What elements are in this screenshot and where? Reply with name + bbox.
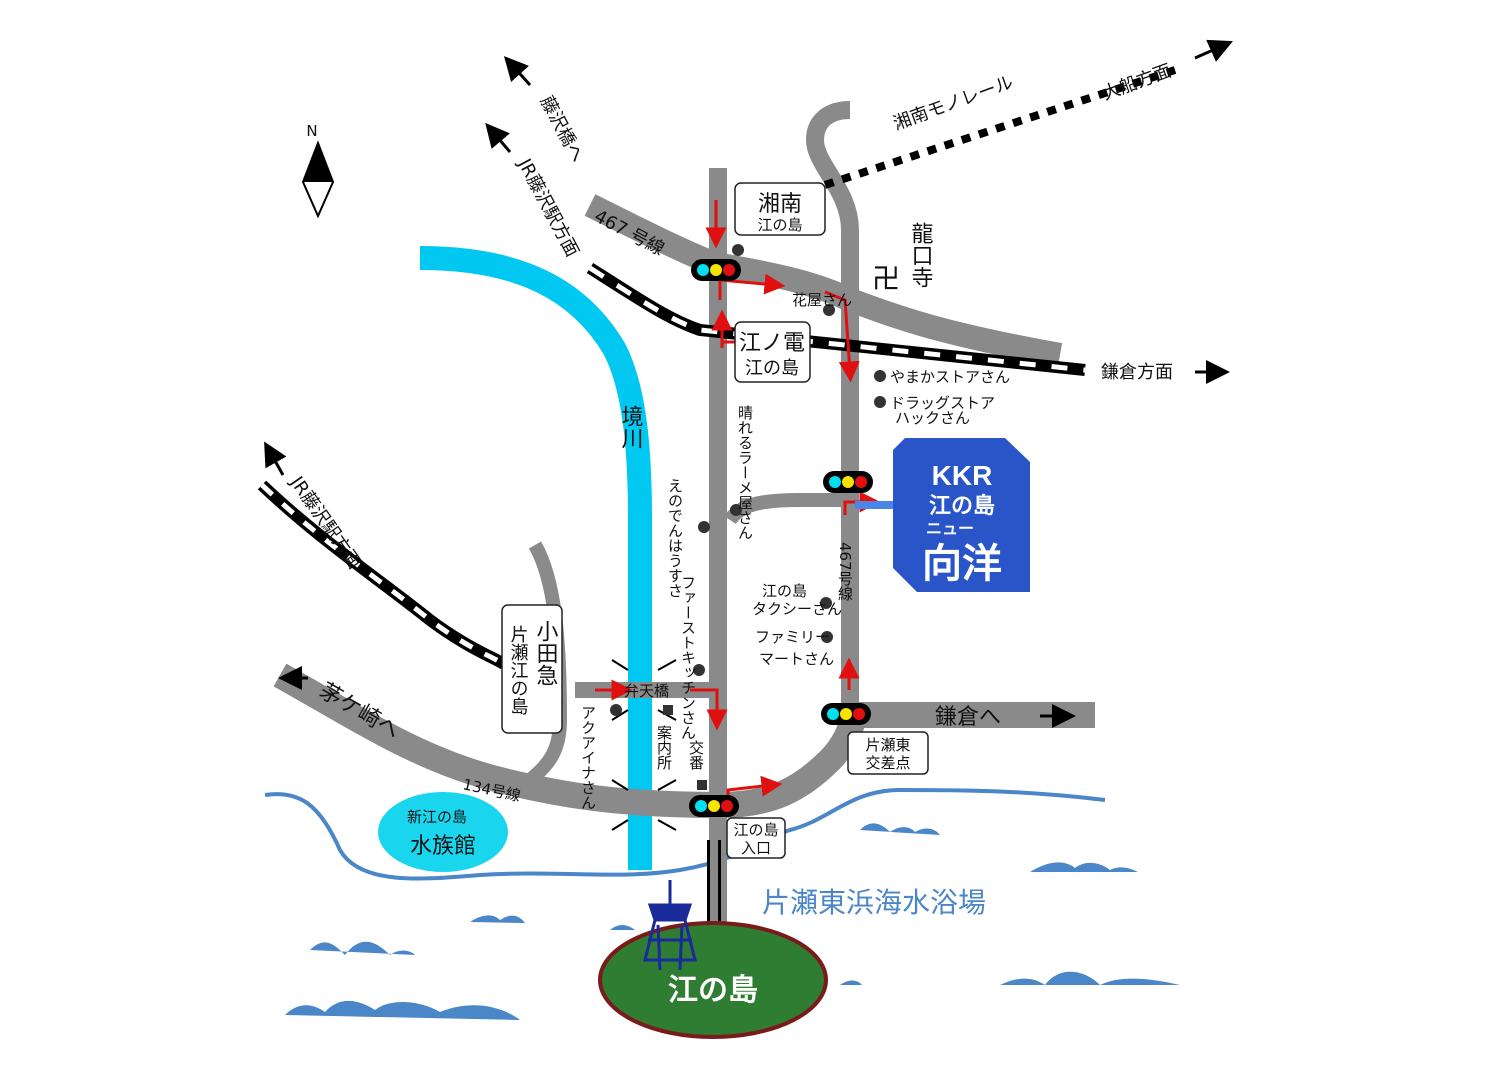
shop-firstkitchen: ファーストキッチンさん bbox=[679, 575, 697, 740]
route-red-arrows bbox=[595, 200, 881, 810]
entrance-label-1: 江の島 bbox=[733, 821, 778, 839]
katase-label-2: 交差点 bbox=[865, 754, 910, 772]
entrance-label-2: 入口 bbox=[741, 839, 771, 857]
station-odakyu: 小田急 片瀬江の島 bbox=[501, 604, 563, 734]
direction-arrows bbox=[264, 39, 1233, 728]
sea-candle-tower-icon bbox=[643, 880, 697, 971]
shop-familymart-2: マートさん bbox=[759, 650, 834, 668]
poi-dots bbox=[610, 244, 886, 790]
route-kamakura-east: 鎌倉方面 bbox=[1101, 362, 1173, 383]
shop-ramen: 晴れるラーメ屋さん bbox=[736, 405, 754, 540]
sea-waves bbox=[264, 787, 1106, 881]
compass: N bbox=[301, 122, 335, 219]
shop-drugstore-2: ハックさん bbox=[895, 409, 970, 427]
shop-enodenhouse: えのでんはうすさ bbox=[666, 478, 684, 598]
compass-north-label: N bbox=[306, 122, 317, 140]
beach-label: 片瀬東浜海水浴場 bbox=[762, 886, 986, 919]
aquarium: 新江の島 水族館 bbox=[378, 792, 508, 872]
shop-familymart-1: ファミリー bbox=[755, 628, 830, 646]
hotel-kkr: KKR 江の島 ニュー 向洋 bbox=[855, 438, 1030, 592]
aquarium-line1: 新江の島 bbox=[407, 808, 467, 826]
route-fujisawa-bashi: 藤沢橋へ bbox=[536, 92, 588, 165]
temple-icon: 卍 bbox=[872, 262, 900, 295]
route-kamakura-he: 鎌倉へ bbox=[935, 705, 1001, 730]
hotel-kkr-line1: KKR bbox=[932, 460, 993, 491]
police-box: 交番 bbox=[687, 739, 705, 770]
route-ofuna: 大船方面 bbox=[1100, 60, 1175, 104]
katase-higashi-intersection: 片瀬東 交差点 bbox=[847, 731, 929, 775]
shop-taxi-2: タクシーさん bbox=[752, 600, 842, 618]
station-enoden: 江ノ電 江の島 bbox=[734, 321, 811, 383]
bridge-markers bbox=[611, 659, 677, 831]
shop-yamaka: やまかストアさん bbox=[890, 368, 1010, 386]
hotel-kkr-line4: 向洋 bbox=[922, 541, 1002, 587]
bridge-benten: 弁天橋 bbox=[624, 682, 669, 700]
temple-label: 龍口寺 bbox=[908, 222, 934, 288]
road-467-right: 467号線 bbox=[836, 542, 854, 601]
shop-taxi-1: 江の島 bbox=[762, 582, 807, 600]
station-shonan-sub: 江の島 bbox=[757, 216, 802, 234]
station-shonan-name: 湘南 bbox=[758, 192, 802, 217]
station-enoden-sub: 江の島 bbox=[745, 358, 799, 379]
station-shonan: 湘南 江の島 bbox=[734, 182, 826, 236]
river-label: 境川 bbox=[618, 405, 644, 449]
railways bbox=[257, 66, 1177, 670]
station-enoden-name: 江ノ電 bbox=[739, 331, 805, 356]
hotel-kkr-line2: 江の島 bbox=[929, 493, 995, 519]
traffic-lights bbox=[689, 259, 873, 817]
shop-drugstore-1: ドラッグストア bbox=[890, 394, 995, 412]
katase-label-1: 片瀬東 bbox=[865, 736, 910, 754]
aquarium-line2: 水族館 bbox=[410, 834, 476, 859]
shop-hanaya: 花屋さん bbox=[792, 291, 852, 309]
river-sakai bbox=[419, 246, 652, 870]
info-center: 案内所 bbox=[655, 724, 673, 770]
wave-shapes bbox=[285, 823, 1180, 1020]
enoshima-entrance: 江の島 入口 bbox=[726, 817, 786, 859]
route-jr-fujisawa-top: JR藤沢駅方面 bbox=[513, 155, 583, 261]
shop-aquaina: アクアイナさん bbox=[579, 705, 597, 810]
hotel-kkr-line3: ニュー bbox=[926, 519, 974, 538]
enoshima-island: 江の島 bbox=[598, 840, 828, 1039]
station-odakyu-sub: 片瀬江の島 bbox=[508, 625, 529, 716]
station-odakyu-name: 小田急 bbox=[533, 620, 559, 686]
island-name: 江の島 bbox=[668, 973, 758, 1008]
